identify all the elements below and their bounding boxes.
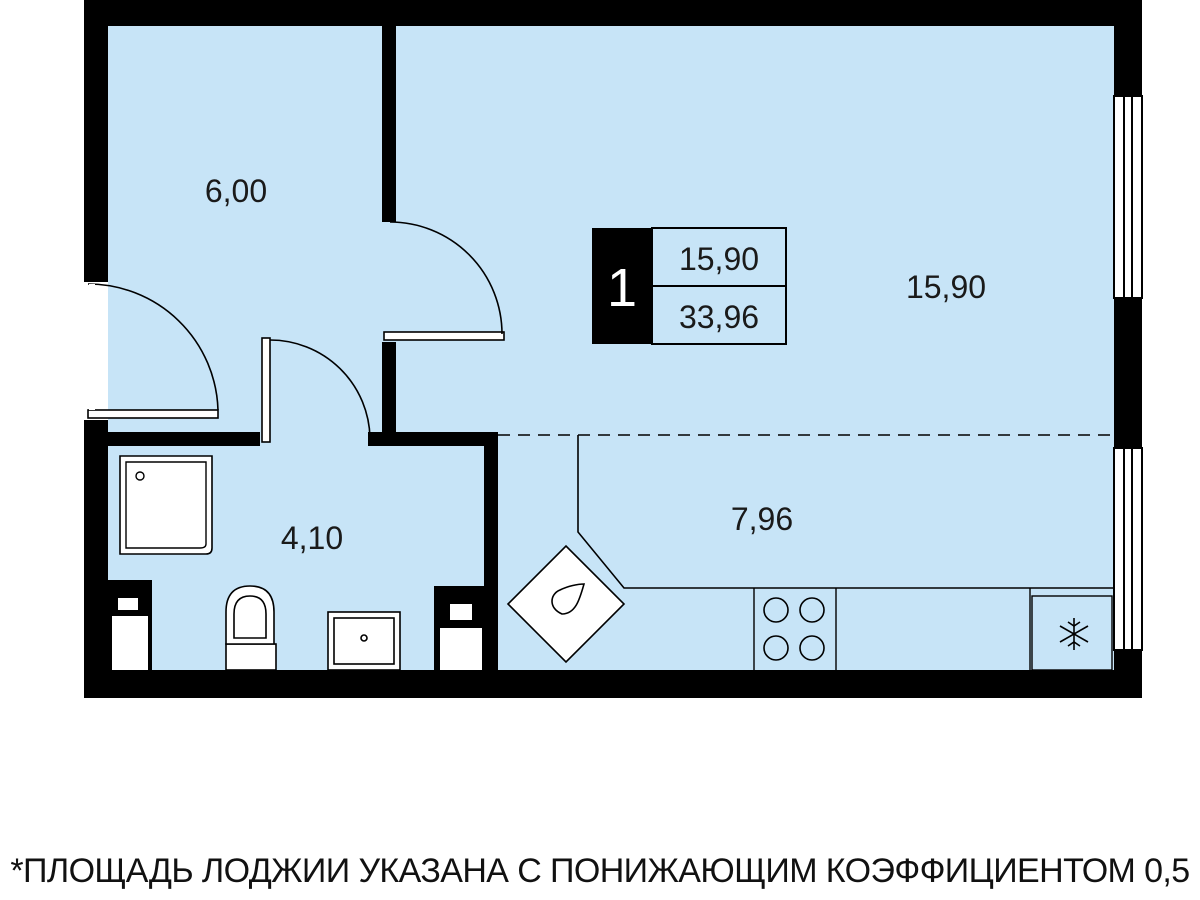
kitchen-cabinets [753, 588, 1031, 670]
shower-tray [119, 455, 213, 555]
living-room-area-label: 15,90 [906, 269, 986, 305]
kitchen-sink [506, 544, 626, 664]
exterior-walls [84, 0, 1142, 698]
toilet [225, 585, 277, 671]
snowflake-icon [1059, 618, 1089, 650]
living-area-value: 15,90 [679, 241, 759, 277]
living-room-door [383, 221, 505, 341]
window-upper [1113, 95, 1143, 299]
floor-fill [108, 26, 1114, 672]
window-lower [1113, 447, 1143, 651]
washbasin [327, 611, 401, 671]
total-area-value: 33,96 [679, 299, 759, 335]
rooms-count: 1 [607, 258, 637, 318]
stove [763, 597, 825, 661]
loggia-footnote: *ПЛОЩАДЬ ЛОДЖИИ УКАЗАНА С ПОНИЖАЮЩИМ КОЭ… [10, 852, 1190, 890]
drop-icon [551, 583, 586, 615]
entrance-door [87, 283, 219, 419]
apartment-summary-badge: 1 15,90 33,96 [592, 227, 787, 345]
kitchen-counter [577, 435, 1114, 589]
bathroom-door [261, 337, 371, 443]
bathroom-area-label: 4,10 [281, 520, 343, 556]
hallway-area-label: 6,00 [205, 173, 267, 209]
vent-shafts [112, 598, 482, 670]
fridge [1031, 595, 1113, 671]
kitchen-area-label: 7,96 [731, 501, 793, 537]
